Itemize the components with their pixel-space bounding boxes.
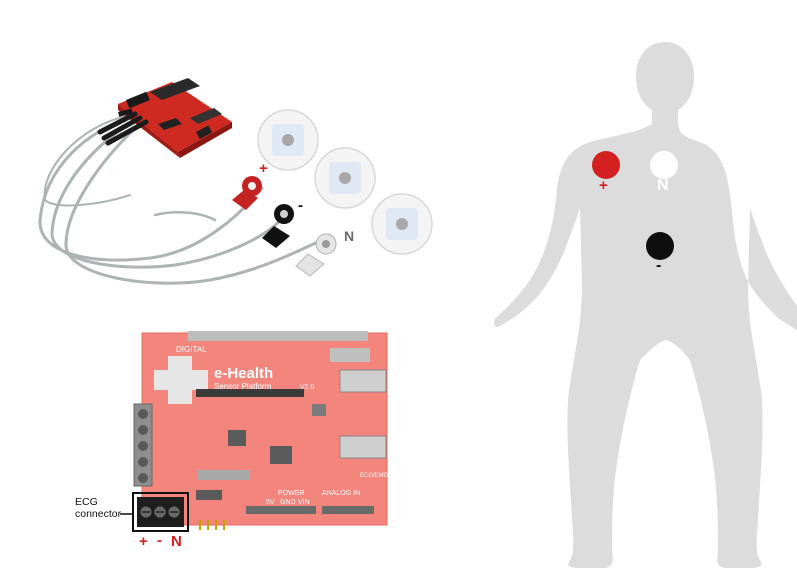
ehealth-shield-photo [118, 78, 232, 158]
pin-negative-label: - [157, 532, 162, 549]
silk-ecg-emg: ECG/EMG [360, 473, 389, 479]
electrode-pad [314, 147, 376, 209]
body-silhouette [493, 42, 797, 568]
silk-title: e-Health [214, 365, 273, 382]
red-snap-connector [232, 176, 262, 210]
silk-version: V2.0 [300, 384, 315, 391]
electrode-pad [371, 193, 433, 255]
silk-gnd: GND [280, 499, 296, 506]
ecg-connector-label-line1: ECG [75, 496, 98, 508]
ehealth-kit-photo [38, 78, 433, 285]
ecg-connector [132, 492, 189, 532]
pin-neutral-label: N [171, 533, 182, 550]
pin-positive-label: + [139, 533, 148, 550]
white-snap-connector [295, 233, 337, 277]
electrode-cables [38, 115, 324, 285]
silk-subtitle: Sensor Platform [214, 382, 272, 391]
kit-negative-label: - [298, 197, 303, 214]
ecg-connector-label-line2: connector [75, 508, 122, 520]
black-snap-connector [262, 204, 294, 248]
silk-5v: 5V [266, 499, 275, 506]
neutral-electrode-marker [650, 151, 678, 179]
electrode-pad [257, 109, 319, 171]
body-neutral-label: N [657, 177, 669, 194]
silk-digital: DIGITAL [176, 345, 207, 354]
body-positive-label: + [599, 177, 608, 194]
silk-power: POWER [278, 490, 304, 497]
body-negative-label: - [656, 257, 662, 274]
silk-analog: ANALOG IN [322, 490, 360, 497]
negative-electrode-marker [646, 232, 674, 260]
positive-electrode-marker [592, 151, 620, 179]
kit-neutral-label: N [344, 228, 355, 244]
kit-positive-label: + [259, 160, 268, 177]
cable-sleeves [97, 111, 149, 146]
silk-vin: VIN [298, 499, 310, 506]
